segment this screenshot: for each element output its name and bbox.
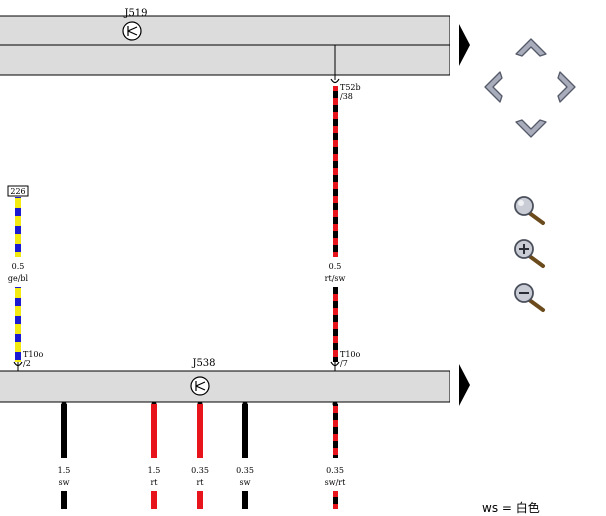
wire-rt-sw: [333, 287, 338, 362]
scroll-right-arrow-icon[interactable]: [459, 24, 470, 66]
svg-text:0.35: 0.35: [191, 466, 209, 475]
wiring-diagram: J519 T52b /38 0.5 rt/sw 226: [0, 8, 450, 509]
svg-text:T52b: T52b: [340, 83, 361, 92]
wire-ge-bl: [15, 197, 21, 257]
svg-text:T10o: T10o: [340, 350, 361, 359]
wire-ge-bl: [15, 287, 21, 362]
component-j519: J519: [0, 8, 450, 76]
zoom-out-icon[interactable]: [510, 279, 550, 315]
color-legend-text: ws = 白色: [482, 501, 540, 515]
wire-label-rt-sw-upper: 0.5 rt/sw: [325, 262, 346, 283]
ground-symbol-icon: [190, 376, 210, 396]
wire-rt-1: 1.5 rt: [148, 401, 161, 509]
arrow-down-icon[interactable]: [514, 118, 548, 142]
component-label-j519: J519: [123, 8, 147, 19]
zoom-in-icon[interactable]: [510, 235, 550, 271]
magnifier-icon[interactable]: [510, 192, 550, 228]
scroll-right-arrow-icon[interactable]: [459, 364, 470, 406]
svg-text:0.35: 0.35: [236, 466, 254, 475]
connector-t10o-7: T10o /7: [330, 350, 361, 371]
connector-t10o-2: T10o /2: [13, 350, 44, 371]
svg-text:/7: /7: [340, 359, 348, 368]
ground-symbol-icon: [122, 21, 142, 41]
wire-rt-2: 0.35 rt: [191, 401, 209, 509]
wire-rt-sw: [333, 86, 338, 257]
svg-text:0.5: 0.5: [329, 262, 342, 271]
wire-sw-1: 1.5 sw: [58, 401, 71, 509]
svg-text:0.5: 0.5: [12, 262, 25, 271]
wire-sw-rt: 0.35 sw/rt: [325, 401, 346, 509]
svg-text:sw/rt: sw/rt: [325, 478, 346, 487]
svg-text:T10o: T10o: [23, 350, 44, 359]
svg-text:0.35: 0.35: [326, 466, 344, 475]
arrow-right-icon[interactable]: [556, 70, 580, 104]
svg-text:sw: sw: [240, 478, 251, 487]
component-label-j538: J538: [191, 358, 215, 369]
connector-t52b: T52b /38: [330, 78, 361, 101]
svg-text:rt: rt: [150, 478, 158, 487]
svg-text:/38: /38: [340, 92, 353, 101]
wire-label-ge-bl: 0.5 ge/bl: [8, 262, 29, 283]
svg-text:226: 226: [10, 187, 25, 196]
svg-text:/2: /2: [23, 359, 31, 368]
svg-text:sw: sw: [59, 478, 70, 487]
wire-sw-2: 0.35 sw: [236, 401, 254, 509]
svg-text:rt/sw: rt/sw: [325, 274, 346, 283]
svg-text:1.5: 1.5: [58, 466, 71, 475]
reference-box-226: 226: [7, 185, 29, 197]
wiring-diagram-canvas: J519 T52b /38 0.5 rt/sw 226: [0, 8, 450, 509]
arrow-up-icon[interactable]: [514, 34, 548, 58]
svg-text:ge/bl: ge/bl: [8, 274, 29, 283]
navigation-pad: [476, 30, 586, 150]
arrow-left-icon[interactable]: [480, 70, 504, 104]
svg-text:1.5: 1.5: [148, 466, 161, 475]
svg-text:rt: rt: [196, 478, 204, 487]
component-j538: J538: [0, 358, 450, 403]
